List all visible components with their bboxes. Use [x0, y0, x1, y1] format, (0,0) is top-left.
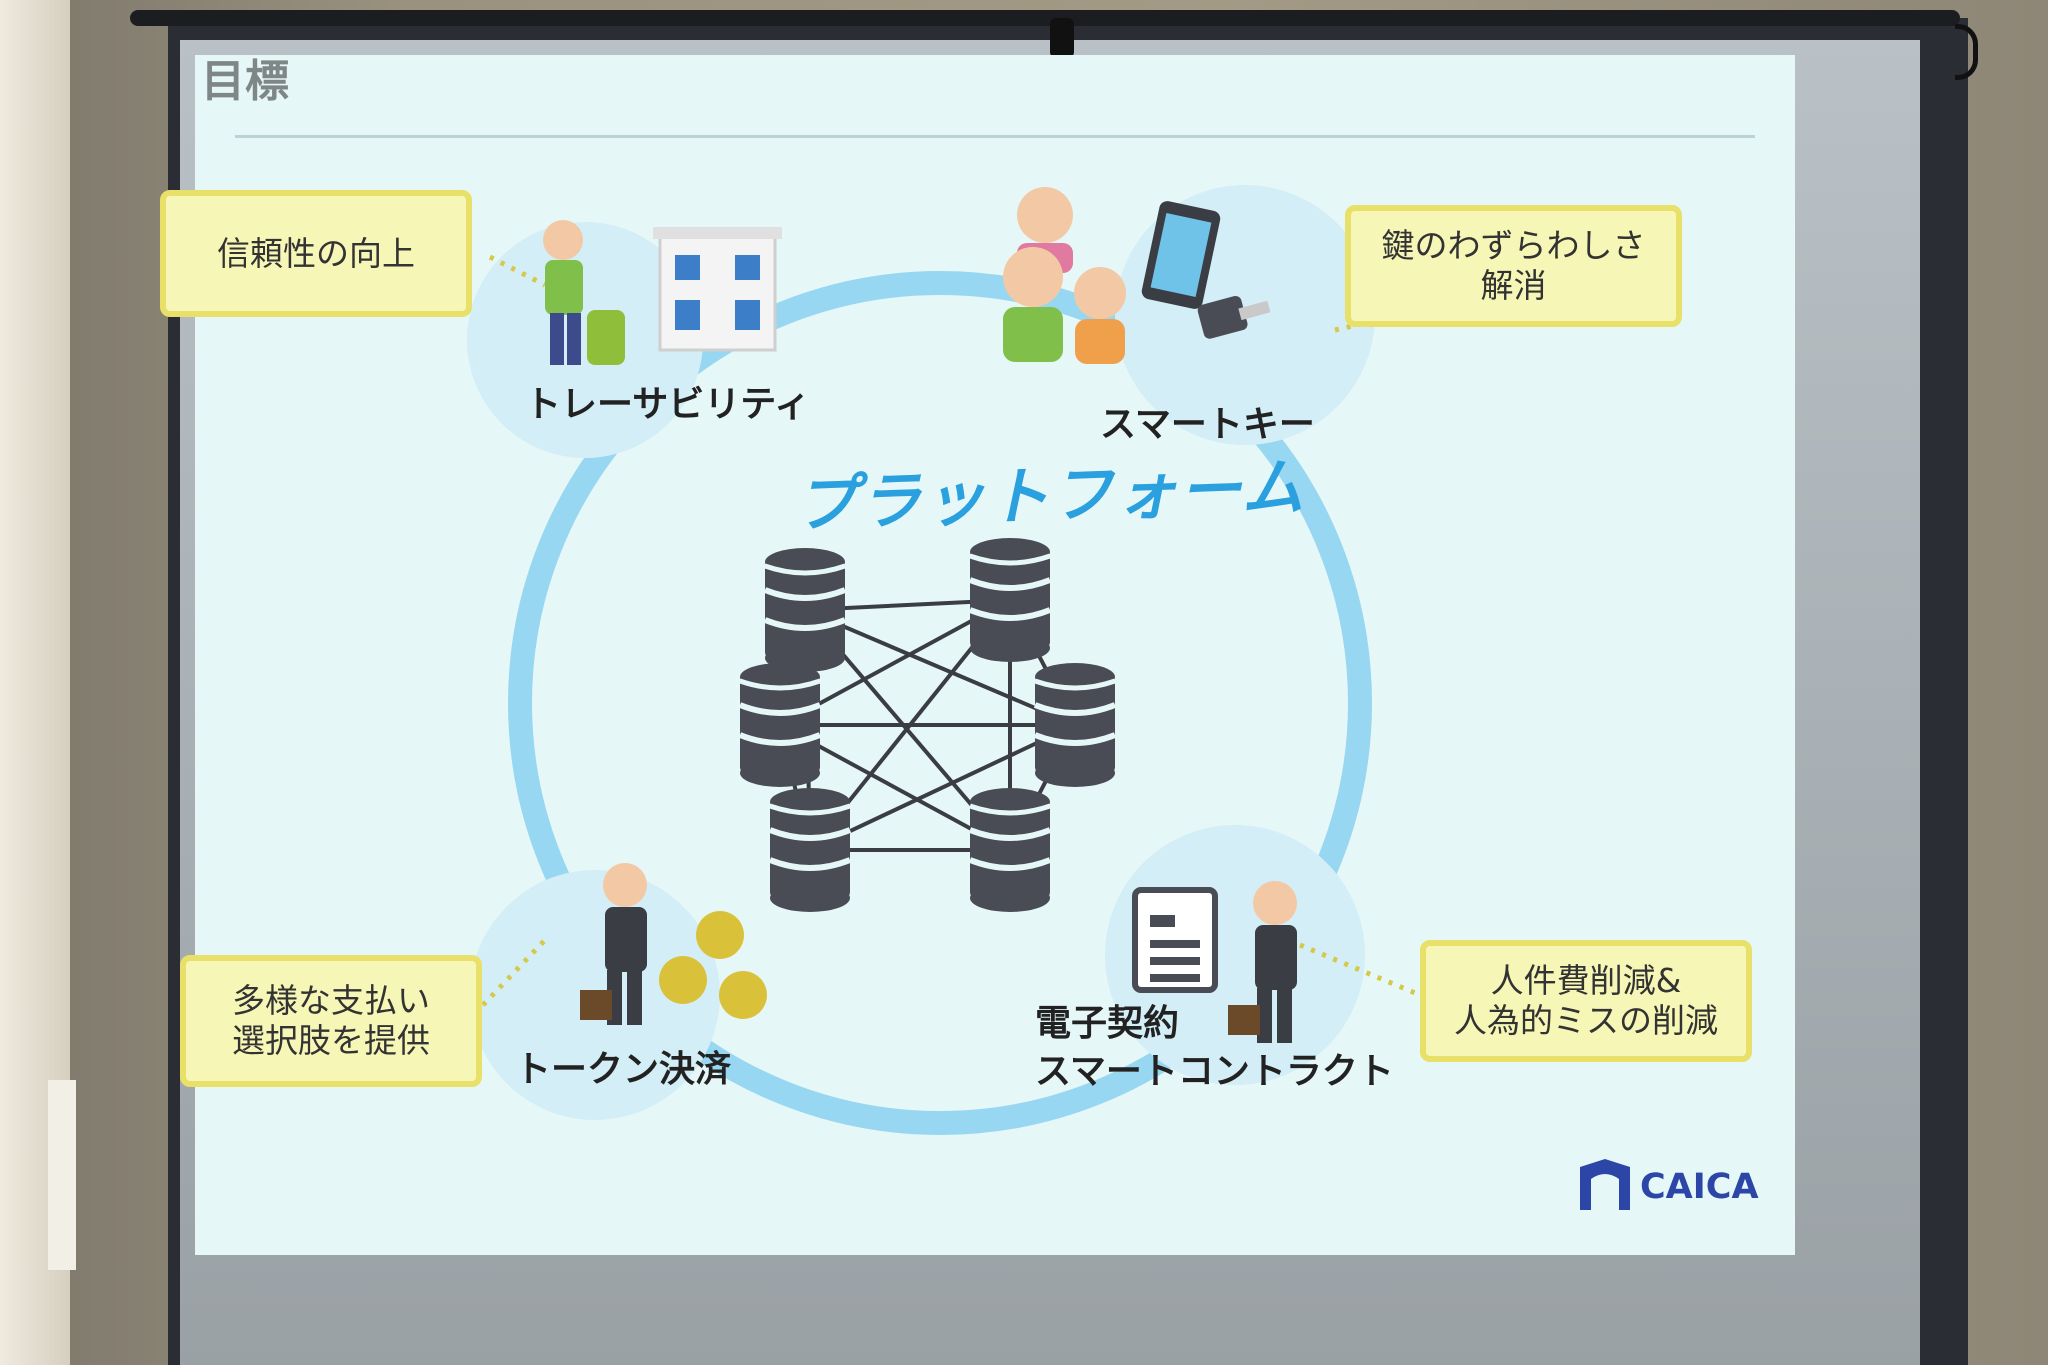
diagram-graphics: [467, 185, 1491, 1135]
callout-reliability: 信頼性の向上: [160, 190, 472, 317]
database-icon-4: [1035, 663, 1115, 787]
caica-logo: CAICA: [1575, 1155, 1775, 1215]
caption-contract-line2: スマートコントラクト: [1035, 1051, 1394, 1092]
wall-light-patch: [48, 1080, 76, 1270]
node-bubble-traceability: [467, 222, 703, 458]
family-icon: [1003, 187, 1126, 364]
traveler-icon: [543, 220, 625, 365]
key-icon: [1197, 295, 1271, 339]
document-icon: [1132, 887, 1218, 993]
businessman-phone-icon-left: [580, 863, 647, 1025]
database-icon-2: [970, 538, 1050, 662]
callout-key-hassle-line1: 鍵のわずらわしさ: [1381, 226, 1646, 265]
screen-top-rod: [130, 10, 1960, 26]
callout-key-hassle: 鍵のわずらわしさ 解消: [1345, 205, 1682, 327]
callout-cost-reduction: 人件費削減& 人為的ミスの削減: [1420, 940, 1752, 1062]
caica-logo-mark: [1580, 1159, 1630, 1210]
database-icon-5: [770, 788, 850, 912]
callout-cost-line2: 人為的ミスの削減: [1454, 1001, 1718, 1040]
database-icon-6: [970, 788, 1050, 912]
coins-icon: [659, 911, 767, 1019]
caption-token-payment: トークン決済: [515, 1049, 732, 1090]
database-icon-3: [740, 663, 820, 787]
smartphone-icon: [1141, 201, 1221, 309]
screen-rod-clip: [1050, 18, 1074, 58]
callout-cost-line1: 人件費削減&: [1490, 961, 1682, 1000]
caption-contract-line1: 電子契約: [1035, 1003, 1180, 1044]
caption-contract: 電子契約 スマートコントラクト: [1035, 1000, 1394, 1096]
platform-ring: [508, 271, 1372, 1135]
projected-slide: 目標: [160, 55, 1795, 1255]
slide-title: 目標: [201, 56, 289, 107]
caica-logo-text: CAICA: [1640, 1167, 1759, 1207]
callout-payment-line2: 選択肢を提供: [232, 1021, 430, 1060]
screen-hook: [1955, 24, 1978, 80]
caption-traceability: トレーサビリティ: [525, 384, 811, 425]
callout-payment-options: 多様な支払い 選択肢を提供: [180, 955, 482, 1087]
callout-payment-line1: 多様な支払い: [232, 981, 430, 1020]
building-icon: [653, 227, 782, 352]
callout-reliability-text: 信頼性の向上: [217, 233, 415, 273]
businessman-phone-icon-right: [1228, 881, 1297, 1043]
caption-smartkey: スマートキー: [1100, 404, 1315, 445]
callout-key-hassle-line2: 解消: [1480, 266, 1547, 305]
database-icon-1: [765, 548, 845, 672]
title-underline: [235, 135, 1755, 138]
